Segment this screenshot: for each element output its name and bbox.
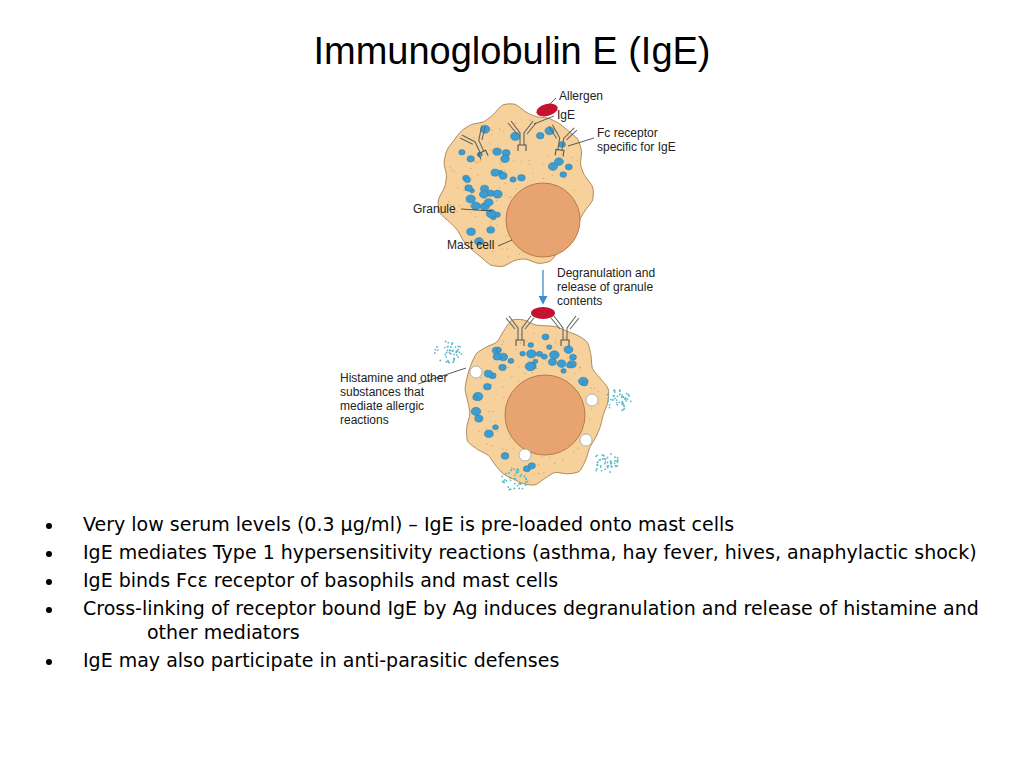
bullet-dot [46,579,52,585]
ige-antibody [459,124,497,163]
granule [484,370,492,377]
granule [565,164,572,170]
granule [467,156,474,162]
bullet-dot [46,523,52,529]
bullet-list: Very low serum levels (0.3 μg/ml) – IgE … [44,512,984,676]
granule [501,453,509,460]
allergen [531,307,555,319]
granule [479,191,488,199]
granule [510,177,516,182]
granule [484,430,493,437]
granule [533,359,538,363]
granule [582,381,587,386]
slide-title: Immunoglobulin E (IgE) [0,30,1024,73]
granule [464,177,470,182]
granule [570,354,577,360]
ige-antibody [506,316,534,346]
granule [466,195,475,203]
granule [561,369,566,374]
granule [528,343,534,348]
cell-label: Mast cell [447,238,502,252]
granule [547,345,552,350]
granule [459,150,465,155]
granule [528,463,535,469]
mediator-label: Histamine and other substances that medi… [340,371,450,427]
granule [487,227,495,234]
ige-antibody [508,121,536,151]
bullet-dot [46,607,52,613]
granule [511,132,521,140]
granule [496,347,501,352]
allergen-label: Allergen [559,89,619,103]
nucleus [505,375,585,455]
granule [471,202,480,210]
granule-label: Granule [413,202,463,216]
granule [525,362,535,370]
granule [471,407,481,415]
process-arrow [542,270,543,303]
granule [473,392,483,400]
released-mediators [580,434,619,473]
granule [542,334,549,340]
granule [564,346,573,354]
granule [518,175,526,182]
granule [493,148,502,155]
bullet-dot [46,659,52,665]
allergen [535,101,559,118]
bullet-text: IgE mediates Type 1 hypersensitivity rea… [83,540,984,564]
ige-label: IgE [557,108,597,122]
granule [499,172,507,179]
leader-lines [418,98,594,384]
granule [493,353,501,360]
granule [483,383,491,390]
granule [527,350,537,358]
granule [465,185,473,191]
released-mediators [586,389,632,411]
granule [520,351,525,356]
granule [548,162,557,170]
granule [545,127,554,135]
bullet-item: IgE binds Fcε receptor of basophils and … [44,568,984,592]
granule [578,377,588,385]
granule [473,396,478,400]
bullet-item: IgE may also participate in anti-parasit… [44,648,984,672]
step-label: Degranulation and release of granule con… [557,266,665,308]
granule [550,351,560,359]
bullet-text: Very low serum levels (0.3 μg/ml) – IgE … [83,512,984,536]
granule [567,363,573,368]
ige-antibody [545,124,577,158]
ige-antibody [551,316,579,346]
granule [508,358,514,363]
receptor-label: Fc receptor specific for IgE [597,126,697,154]
mast-cell [465,307,609,485]
granule [491,169,499,176]
bullet-item: Cross-linking of receptor bound IgE by A… [44,596,984,644]
granule [501,155,510,162]
granule [467,228,476,235]
granule [560,172,567,178]
granule [499,364,506,370]
granule [548,359,556,366]
bullet-dot [46,551,52,557]
granule [493,425,499,430]
granule [484,199,493,207]
granule [557,360,566,368]
granule [541,354,547,359]
bullet-item: Very low serum levels (0.3 μg/ml) – IgE … [44,512,984,536]
granule [475,415,483,422]
granule [536,132,544,138]
mast-cell [438,101,593,266]
bullet-item: IgE mediates Type 1 hypersensitivity rea… [44,540,984,564]
bullet-text: IgE may also participate in anti-parasit… [83,648,984,672]
released-mediators [501,449,531,491]
bullet-text: IgE binds Fcε receptor of basophils and … [83,568,984,592]
nucleus [506,183,580,257]
bullet-text: Cross-linking of receptor bound IgE by A… [83,596,984,644]
